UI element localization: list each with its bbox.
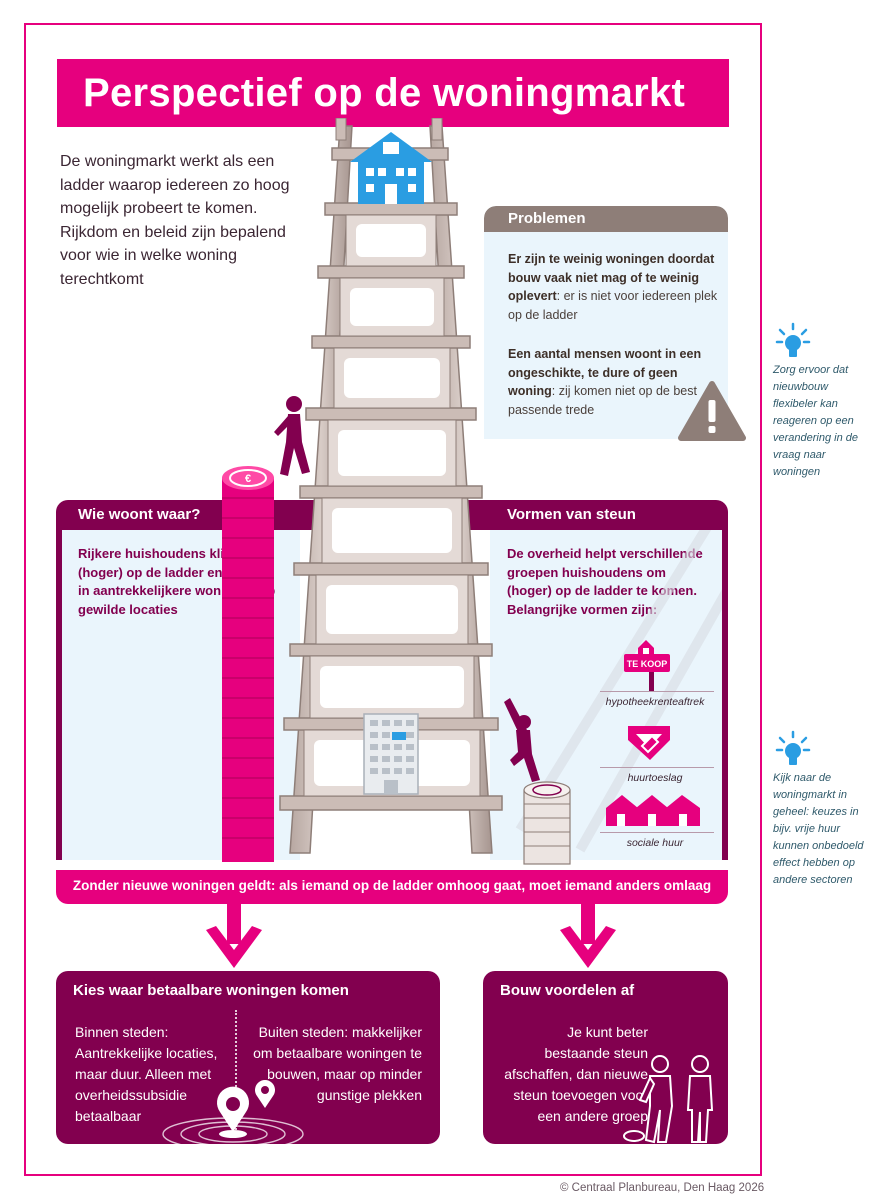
- svg-text:€: €: [245, 473, 251, 485]
- tip-text-2: Kijk naar de woningmarkt in geheel: keuz…: [773, 772, 864, 886]
- small-coin-stack-icon: [523, 781, 571, 865]
- rent-tag-icon: [624, 720, 674, 764]
- tip-text-1: Zorg ervoor dat nieuwbouw flexibeler kan…: [773, 364, 859, 478]
- steun-item-1: hypotheekrenteaftrek: [605, 696, 705, 708]
- problemen-p2-rest: : zij komen niet op de best passende tre…: [508, 384, 697, 417]
- problemen-panel: Problemen Er zijn te weinig woningen doo…: [484, 206, 728, 439]
- two-people-icon: [623, 1055, 714, 1144]
- house-icon: [350, 132, 432, 204]
- panel-border-left: [56, 530, 62, 860]
- wie-header: Wie woont waar?: [78, 506, 201, 523]
- page-frame: [24, 23, 762, 1176]
- steun-item-2: huurtoeslag: [627, 772, 683, 784]
- problemen-p1-bold: Er zijn te weinig woningen doordat bouw …: [508, 252, 715, 303]
- divider: [600, 767, 714, 768]
- steun-item-3: sociale huur: [626, 837, 684, 849]
- panel-border-right: [722, 530, 728, 860]
- steun-header: Vormen van steun: [507, 506, 636, 523]
- problemen-header: Problemen: [484, 206, 728, 232]
- apartment-building-icon: [363, 713, 419, 795]
- lightbulb-icon: [775, 322, 811, 362]
- problemen-p1-rest: : er is niet voor iedereen plek op de la…: [508, 289, 718, 322]
- bottom-bar-statement: Zonder nieuwe woningen geldt: als iemand…: [56, 870, 728, 904]
- copyright: © Centraal Planbureau, Den Haag 2026: [560, 1182, 765, 1194]
- page-title: Perspectief op de woningmarkt: [57, 59, 729, 127]
- houses-row-icon: [604, 792, 702, 828]
- bouw-box: [483, 971, 728, 1144]
- sign-text: TE KOOP: [627, 659, 668, 669]
- bouw-text: Je kunt beter bestaande steun afschaffen…: [504, 1024, 648, 1124]
- kies-title: Kies waar betaalbare woningen komen: [73, 982, 349, 999]
- coin-stack-icon: €: [222, 466, 274, 862]
- problemen-paragraph-1: Er zijn te weinig woningen doordat bouw …: [508, 250, 718, 324]
- problemen-p2-bold: Een aantal mensen woont in een ongeschik…: [508, 347, 702, 398]
- kies-left-text: Binnen steden: Aantrekkelijke locaties, …: [75, 1024, 218, 1124]
- housing-ladder: [279, 118, 503, 854]
- kies-right-text: Buiten steden: makkelijker om betaalbare…: [253, 1024, 422, 1103]
- climbing-person-icon: [504, 698, 540, 782]
- walking-person-icon: [274, 396, 310, 476]
- lightbulb-icon: [775, 730, 811, 770]
- kies-box: [56, 971, 440, 1144]
- location-pin-icon: [162, 1080, 304, 1144]
- divider: [600, 832, 714, 833]
- warning-icon: [678, 380, 746, 442]
- te-koop-sign-icon: TE KOOP: [622, 636, 672, 694]
- problemen-paragraph-2: Een aantal mensen woont in een ongeschik…: [508, 345, 708, 419]
- down-arrow-icon: [206, 904, 262, 968]
- intro-text: De woningmarkt werkt als een ladder waar…: [60, 153, 290, 288]
- steun-text: De overheid helpt verschillende groepen …: [507, 546, 703, 617]
- kies-divider: [235, 1010, 237, 1130]
- divider: [600, 691, 714, 692]
- down-arrow-icon: [560, 904, 616, 968]
- bouw-title: Bouw voordelen af: [500, 982, 635, 999]
